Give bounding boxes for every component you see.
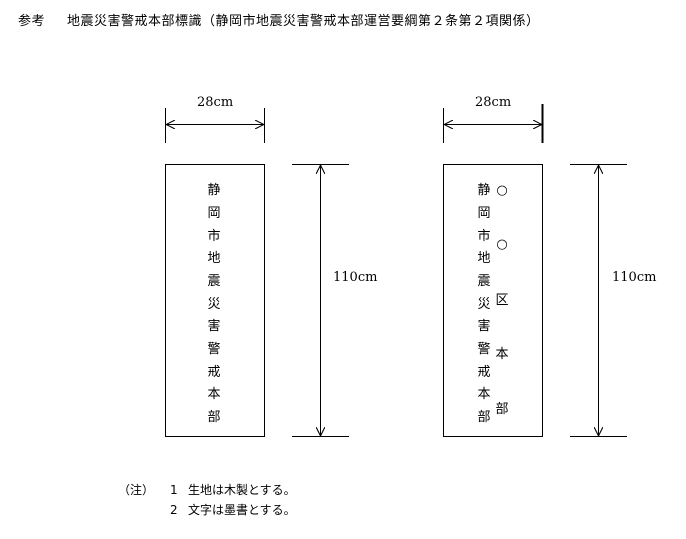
right-sign-char: 害 — [477, 319, 491, 334]
right-sign-char: 警 — [477, 342, 491, 357]
note-text: 文字は墨書とする。 — [188, 503, 296, 517]
title-text: 地震災害警戒本部標識（静岡市地震災害警戒本部運営要綱第２条第２項関係） — [67, 14, 540, 29]
left-sign-char: 害 — [207, 319, 221, 334]
left-sign-char: 静 — [207, 183, 221, 198]
left-sign-char: 市 — [207, 229, 221, 244]
left-sign-char: 部 — [207, 410, 221, 425]
left-sign-char: 災 — [207, 297, 221, 312]
left-height-label: 110cm — [333, 270, 378, 285]
left-sign-char: 震 — [207, 274, 221, 289]
note-item: （注） 1 生地は木製とする。 — [118, 480, 296, 500]
left-sign-char: 戒 — [207, 365, 221, 380]
left-sign-char: 岡 — [207, 206, 221, 221]
note-item: 2 文字は墨書とする。 — [118, 500, 296, 520]
left-sign-char: 本 — [207, 387, 221, 402]
right-sign-ward-char: 区 — [495, 293, 509, 308]
right-sign-char: 部 — [477, 410, 491, 425]
right-sign-board — [443, 164, 543, 437]
left-sign-board — [165, 164, 265, 437]
right-sign-ward-char: 本 — [495, 347, 509, 362]
note-text: 生地は木製とする。 — [188, 483, 296, 497]
right-height-label: 110cm — [612, 270, 657, 285]
right-width-label: 28cm — [475, 95, 512, 110]
left-sign-char: 警 — [207, 342, 221, 357]
page-title: 参考 地震災害警戒本部標識（静岡市地震災害警戒本部運営要綱第２条第２項関係） — [18, 10, 540, 29]
left-width-label: 28cm — [197, 95, 234, 110]
right-sign-ward-char: ○ — [496, 183, 508, 198]
right-sign-char: 震 — [477, 274, 491, 289]
notes-lead: （注） — [118, 483, 155, 497]
right-sign-char: 静 — [477, 183, 491, 198]
right-sign-char: 地 — [477, 251, 491, 266]
right-sign-ward-char: ○ — [496, 237, 508, 252]
right-sign-ward-char: 部 — [495, 402, 509, 417]
note-number: 2 — [170, 503, 178, 517]
notes: （注） 1 生地は木製とする。 2 文字は墨書とする。 — [118, 480, 296, 520]
right-sign-char: 岡 — [477, 206, 491, 221]
note-number: 1 — [170, 483, 178, 497]
right-sign-char: 災 — [477, 297, 491, 312]
title-label: 参考 — [18, 14, 46, 29]
left-sign-char: 地 — [207, 251, 221, 266]
right-sign-char: 戒 — [477, 365, 491, 380]
right-sign-char: 本 — [477, 387, 491, 402]
right-sign-char: 市 — [477, 229, 491, 244]
